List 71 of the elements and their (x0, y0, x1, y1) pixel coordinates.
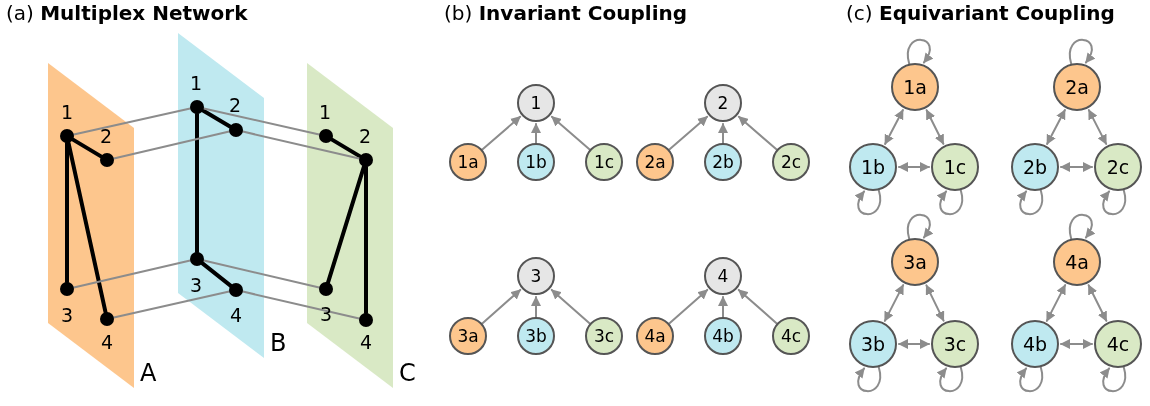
double-arrow (1046, 109, 1066, 145)
node-number: 3 (318, 305, 334, 324)
node-number: 1 (317, 103, 333, 122)
double-arrow (898, 162, 930, 172)
arrow (481, 115, 522, 151)
node-number: 1 (59, 103, 75, 122)
arrow (718, 296, 728, 318)
double-arrow (925, 109, 945, 145)
self-loop-arrow (1100, 189, 1127, 216)
connector-line (72, 259, 192, 289)
connector-line (112, 290, 231, 319)
arrow (718, 123, 728, 144)
connector-line (326, 164, 366, 285)
layer-label: C (399, 361, 416, 385)
arrow (737, 115, 778, 151)
double-arrow (898, 339, 930, 349)
connector-line (364, 165, 368, 315)
connector-line (112, 130, 231, 160)
connector-line (66, 140, 108, 315)
connector-line (201, 108, 232, 129)
self-loop-arrow (1017, 366, 1044, 393)
arrow (531, 296, 541, 318)
layer-label: B (270, 331, 287, 355)
arrow (737, 288, 778, 325)
node-number: 2 (357, 127, 373, 146)
panel-title: (b) Invariant Coupling (444, 1, 688, 26)
self-loop-arrow (855, 366, 882, 393)
node-number: 3 (59, 306, 75, 325)
self-loop-arrow (1017, 189, 1044, 216)
node-number: 3 (188, 276, 204, 295)
arrow (531, 123, 541, 144)
connector-line (71, 137, 103, 159)
double-arrow (925, 284, 945, 322)
panel-title: (a) Multiplex Network (6, 1, 248, 26)
connector-line (330, 137, 362, 159)
connector-line (202, 259, 321, 289)
connector-line (200, 261, 233, 288)
double-arrow (883, 284, 905, 322)
double-arrow (1087, 284, 1108, 322)
connector-line (241, 290, 361, 320)
double-arrow (1060, 162, 1093, 172)
arrow (550, 288, 591, 325)
self-loop-arrow (855, 189, 882, 216)
double-arrow (1045, 284, 1067, 322)
self-loop-arrow (937, 189, 964, 216)
self-loop-arrow (1068, 213, 1095, 240)
connector-line (202, 107, 321, 136)
panel-title: (c) Equivariant Coupling (846, 1, 1115, 26)
double-arrow (884, 109, 904, 145)
connector-line (72, 107, 192, 136)
node-number: 4 (358, 333, 374, 352)
arrow (481, 288, 522, 325)
node-number: 4 (228, 306, 244, 325)
double-arrow (1087, 109, 1108, 145)
node-number: 2 (98, 127, 114, 146)
layer-label: A (140, 361, 157, 385)
self-loop-arrow (906, 38, 933, 65)
connector-line (195, 112, 199, 254)
node-number: 1 (188, 74, 204, 93)
self-loop-arrow (906, 213, 933, 240)
double-arrow (1060, 339, 1093, 349)
self-loop-arrow (1100, 366, 1127, 393)
connector-line (241, 130, 361, 160)
arrow (668, 115, 709, 151)
arrow (550, 115, 591, 151)
connector-line (65, 141, 69, 284)
node-number: 2 (227, 96, 243, 115)
self-loop-arrow (937, 366, 964, 393)
arrow (668, 288, 709, 325)
self-loop-arrow (1068, 38, 1095, 65)
node-number: 4 (99, 333, 115, 352)
